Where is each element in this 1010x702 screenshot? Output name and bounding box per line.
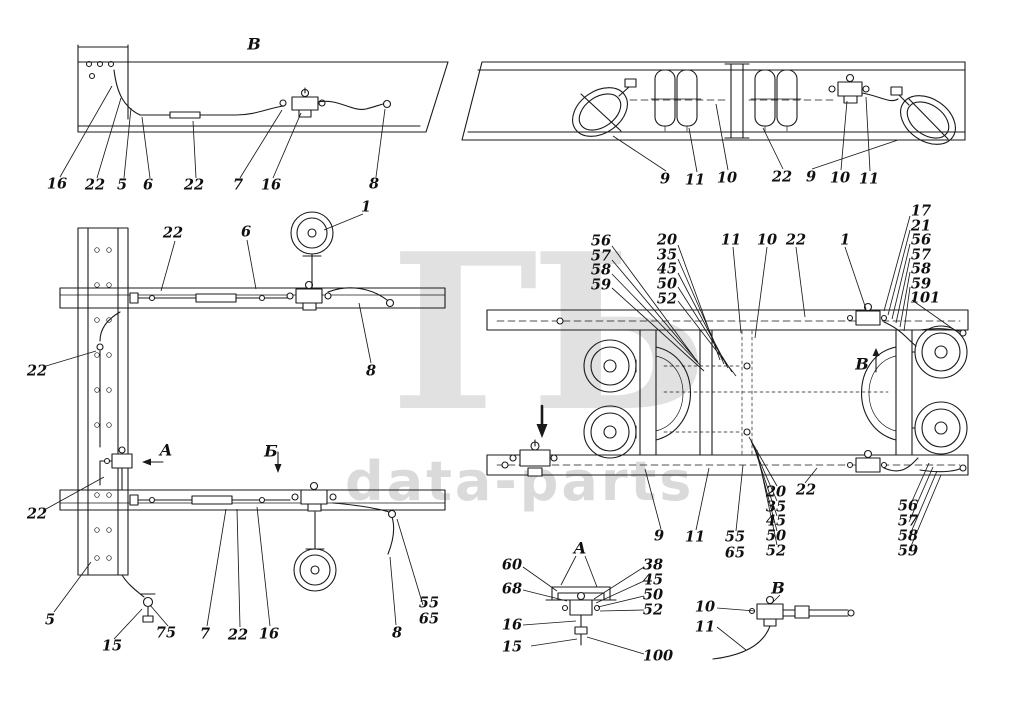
pipe-fitting: [743, 362, 751, 370]
bottom-hose-fitting: [387, 509, 397, 519]
view-top-right-side: [461, 61, 966, 173]
top-hose: [327, 287, 388, 301]
leader-lines: [612, 96, 899, 173]
bottom-rail: [59, 489, 446, 511]
drain-valve: [121, 574, 156, 623]
detail-v: [712, 594, 855, 660]
bottom-hose: [332, 502, 395, 555]
hose-fitting: [382, 99, 392, 109]
top-rail: [59, 287, 446, 309]
air-pipe: [113, 69, 285, 116]
valve: [561, 591, 601, 646]
center-crossmember: [699, 329, 713, 456]
pipe: [782, 609, 849, 617]
air-tanks: [650, 69, 802, 132]
top-brake-valve: [286, 280, 332, 311]
leader-lines: [611, 215, 957, 552]
pipe-fitting: [501, 461, 509, 469]
bottom-brake-valve: [291, 481, 337, 512]
pipe-fitting: [556, 317, 564, 325]
pipe-fitting: [743, 428, 751, 436]
top-rail: [486, 309, 969, 331]
bold-down-arrow: [536, 404, 548, 438]
valve: [748, 595, 784, 627]
watermark-logo: ГЬ: [390, 206, 708, 459]
valve-bottom-right: [846, 449, 967, 473]
crossmember-beam: [724, 63, 750, 139]
top-tie-rod: [129, 292, 291, 304]
brake-chamber-left: [572, 78, 637, 137]
section-arrow-a: [142, 458, 164, 466]
top-hose-fitting: [385, 298, 395, 308]
left-axle-housing: [632, 329, 691, 456]
pipe-coupling: [794, 605, 810, 619]
brake-valve: [828, 73, 870, 104]
detail-a: [522, 555, 645, 655]
frame-side-member: [77, 227, 129, 576]
view-top-left-side: [59, 44, 449, 179]
leader-lines: [716, 594, 781, 651]
view-middle-right-plan: [486, 215, 969, 552]
brake-chamber-front-right: [911, 325, 968, 379]
section-arrow-v: [872, 348, 880, 373]
view-middle-left-plan: [45, 211, 446, 640]
bottom-rail: [486, 454, 969, 476]
leader-lines: [522, 555, 645, 655]
pipe-end-fitting: [847, 609, 855, 617]
right-axle-housing: [861, 329, 920, 456]
bottom-tie-rod: [129, 494, 291, 506]
leader-lines: [45, 213, 424, 640]
brake-chamber-front-left: [583, 339, 637, 393]
watermark-text: data-parts: [345, 450, 695, 513]
top-brake-chamber: [290, 211, 334, 290]
brake-chamber-rear-left: [583, 405, 637, 459]
frame-rail: [461, 61, 966, 141]
rivets: [94, 247, 112, 561]
left-pipes: [96, 311, 133, 491]
brake-chamber-rear-right: [911, 401, 968, 455]
center-dashed-lines: [663, 330, 889, 455]
brake-valve: [279, 87, 326, 118]
hose: [712, 625, 771, 660]
brake-chamber-right: [890, 86, 956, 145]
leader-lines: [59, 85, 386, 179]
valve-bottom-left: [509, 439, 558, 477]
bottom-brake-chamber: [293, 511, 337, 592]
valve-hose: [861, 92, 899, 102]
flex-hose: [317, 100, 384, 110]
bracket-bolts: [85, 60, 115, 80]
section-arrow-b: [274, 451, 282, 473]
valve-top-right: [846, 302, 967, 347]
pipe-coupling: [169, 111, 201, 119]
frame-rail: [77, 44, 449, 133]
rail-air-lines: [496, 320, 961, 466]
